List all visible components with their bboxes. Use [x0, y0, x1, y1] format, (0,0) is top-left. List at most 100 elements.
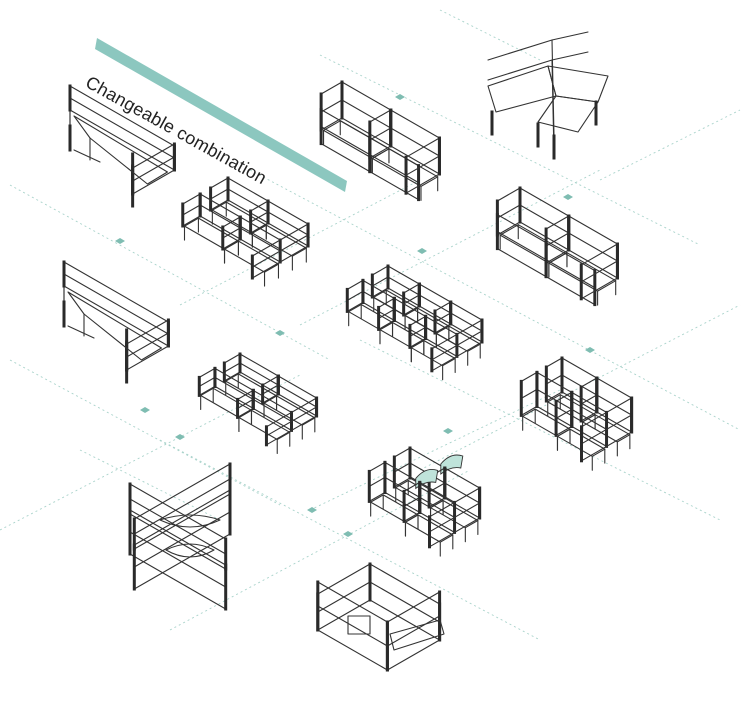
title-accent-band [95, 38, 347, 192]
panel-rail [341, 99, 392, 129]
panel-rail [237, 398, 254, 409]
panel-rail [199, 204, 241, 229]
panel-rail [239, 227, 281, 252]
panel-rail [362, 290, 395, 310]
three-way-y-star [487, 31, 609, 160]
panel-rail [251, 234, 309, 268]
panel-rail [545, 259, 596, 289]
guide-line [9, 359, 281, 506]
panel-rail [369, 154, 420, 184]
panel-rail [520, 388, 538, 399]
connector-node [585, 347, 595, 353]
panel-rail [444, 482, 481, 504]
panel-rail [368, 476, 386, 487]
panel-rail [571, 408, 608, 430]
panel-rail [545, 374, 563, 385]
guide-line [319, 54, 701, 246]
panel-rail [409, 326, 427, 337]
desk-top [73, 115, 168, 185]
screen-panel [551, 51, 589, 61]
screen-panel [551, 31, 589, 41]
panel-rail [369, 127, 392, 141]
u-shape-executive [68, 84, 176, 208]
panel-rail [393, 462, 411, 473]
panel-rail [129, 498, 227, 555]
panel-rail [568, 232, 618, 262]
panel-rail [496, 231, 547, 261]
workstation-layouts [62, 31, 634, 672]
panel-rail [596, 394, 633, 416]
panel-rail [222, 227, 241, 239]
panel-rail [555, 408, 573, 419]
panel-rail [580, 394, 598, 405]
cabinet [347, 615, 371, 635]
panel-rail [182, 204, 201, 216]
desk-top [67, 291, 162, 361]
connector-node [307, 507, 317, 513]
panel-rail [428, 482, 446, 493]
guide-line [249, 169, 741, 431]
panel-rail [320, 126, 371, 156]
double-l-workstation [197, 352, 319, 455]
panel-rail [419, 496, 456, 518]
desk-top [487, 65, 557, 113]
panel-rail [277, 384, 318, 408]
panel-rail [239, 362, 279, 386]
panel-rail [133, 478, 231, 535]
guide-lines [0, 9, 741, 641]
panel-rail [405, 155, 440, 176]
panel-rail [561, 374, 598, 396]
connector-node [275, 330, 285, 336]
panel-rail [214, 376, 254, 400]
panel-rail [132, 156, 175, 182]
panel-rail [384, 476, 421, 498]
desk-top [159, 514, 221, 528]
two-pod-row [319, 80, 441, 202]
enclosed-office [316, 562, 445, 672]
cross-cluster [128, 462, 232, 611]
panel-rail [223, 362, 241, 373]
connector-node [115, 238, 125, 244]
guide-line [179, 179, 421, 306]
connector-node [175, 434, 185, 440]
connector-node [395, 94, 405, 100]
panel-rail [378, 308, 395, 319]
panel-rail [227, 188, 269, 213]
panel-rail [265, 406, 318, 437]
two-by-two-cluster [181, 176, 310, 287]
guide-line [9, 184, 331, 361]
desk-top [522, 408, 571, 437]
panel-rail [403, 294, 420, 305]
connector-node [443, 428, 453, 434]
panel-rail [580, 260, 618, 283]
panel-rail [126, 332, 169, 358]
desk-foot [73, 149, 101, 163]
desk-top [537, 95, 599, 133]
panel-rail [262, 384, 279, 395]
four-pod-cluster [345, 264, 484, 381]
panel-rail [536, 388, 573, 410]
panel-rail [320, 99, 343, 113]
panel-rail [425, 326, 458, 346]
panel-rail [545, 232, 570, 247]
guide-line [309, 389, 561, 511]
desk-top [389, 619, 445, 651]
panel-rail [434, 312, 452, 323]
panel-rail [580, 414, 633, 445]
panel-rail [369, 581, 441, 623]
panel-rail [250, 211, 269, 223]
panel-rail [317, 605, 388, 647]
panel-rail [371, 276, 389, 287]
panel-rail [431, 330, 483, 361]
connector-node [140, 407, 150, 413]
guide-line [159, 439, 541, 641]
connector-node [343, 531, 353, 537]
screen-panel [487, 39, 553, 61]
panel-rail [386, 615, 441, 647]
panel-rail [133, 511, 231, 568]
panel-rail [418, 294, 452, 314]
desk-top [165, 543, 215, 558]
glass-divider-pod [367, 446, 482, 557]
panel-rail [428, 502, 481, 533]
